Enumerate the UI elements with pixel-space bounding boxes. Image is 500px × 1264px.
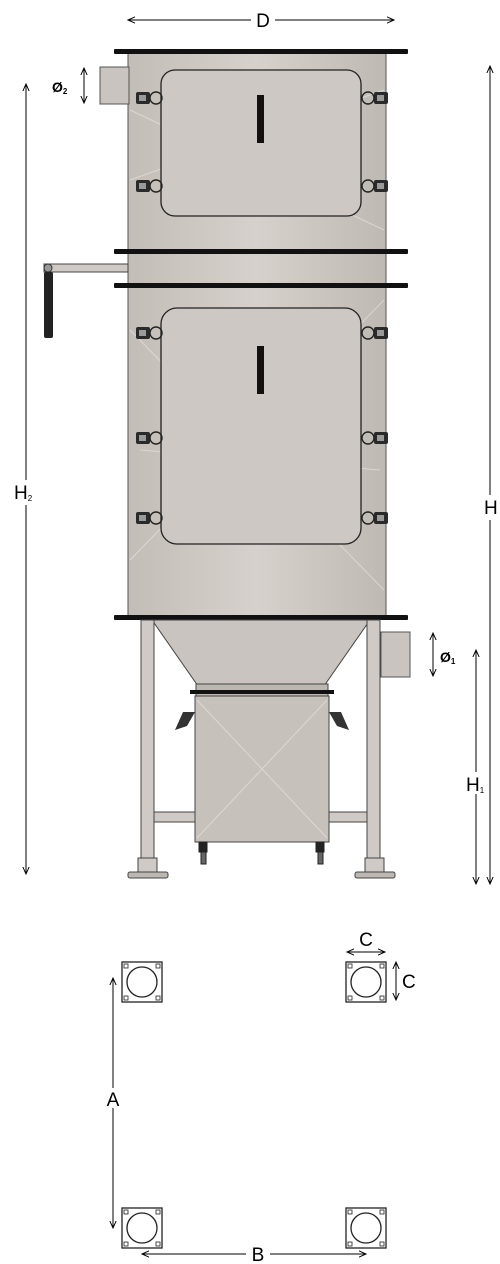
right-leg: [366, 619, 381, 861]
right-foot: [354, 871, 396, 879]
label-b: B: [252, 1245, 265, 1264]
left-foot: [127, 871, 169, 879]
right-leg-lower: [364, 857, 385, 873]
hopper-band: [190, 690, 334, 694]
label-h: H: [484, 498, 498, 519]
foot-plate: [345, 1207, 387, 1249]
label-d: D: [256, 11, 270, 32]
bin-casters: [198, 841, 325, 865]
door-clamp: [136, 326, 163, 340]
door-clamp: [361, 511, 388, 525]
right-brace: [328, 811, 368, 823]
flanges: [114, 49, 408, 620]
left-brace: [153, 811, 197, 823]
inlet-stub-side: [380, 631, 411, 678]
label-h2: H2: [14, 483, 33, 504]
lower-door: [160, 307, 362, 545]
left-leg: [140, 619, 155, 861]
label-h1: H1: [466, 775, 485, 796]
upper-door-handle: [257, 95, 264, 143]
mid-flange-lower: [114, 283, 408, 288]
door-clamp: [361, 91, 388, 105]
middle-section: [127, 251, 387, 285]
foot-plate: [121, 1207, 163, 1249]
hopper: [151, 619, 371, 697]
door-clamp: [361, 179, 388, 193]
door-clamp: [361, 431, 388, 445]
label-a: A: [107, 1090, 120, 1111]
support-legs: [127, 619, 396, 879]
door-clamps: [136, 91, 388, 525]
door-clamp: [136, 91, 163, 105]
door-clamp: [361, 326, 388, 340]
left-leg-lower: [137, 857, 158, 873]
shaker-lever: [43, 263, 129, 338]
door-clamp: [136, 179, 163, 193]
mid-flange-upper: [114, 249, 408, 254]
label-c-side: C: [402, 972, 416, 993]
lever-grip: [44, 272, 53, 338]
foot-plan-view: [121, 961, 387, 1249]
bin-clamp-left: [175, 712, 195, 730]
label-phi1: Ø1: [440, 649, 456, 666]
door-clamp: [136, 431, 163, 445]
door-clamp: [136, 511, 163, 525]
upper-door: [160, 69, 362, 217]
label-phi2: Ø2: [52, 79, 68, 96]
top-flange: [114, 49, 408, 54]
dust-bin: [175, 695, 349, 865]
foot-plate: [345, 961, 387, 1003]
outlet-stub-top: [99, 66, 130, 105]
lower-door-handle: [257, 346, 264, 394]
label-c-top: C: [359, 930, 373, 951]
foot-plate: [121, 961, 163, 1003]
bin-clamp-right: [329, 712, 349, 730]
bottom-flange: [114, 615, 408, 620]
